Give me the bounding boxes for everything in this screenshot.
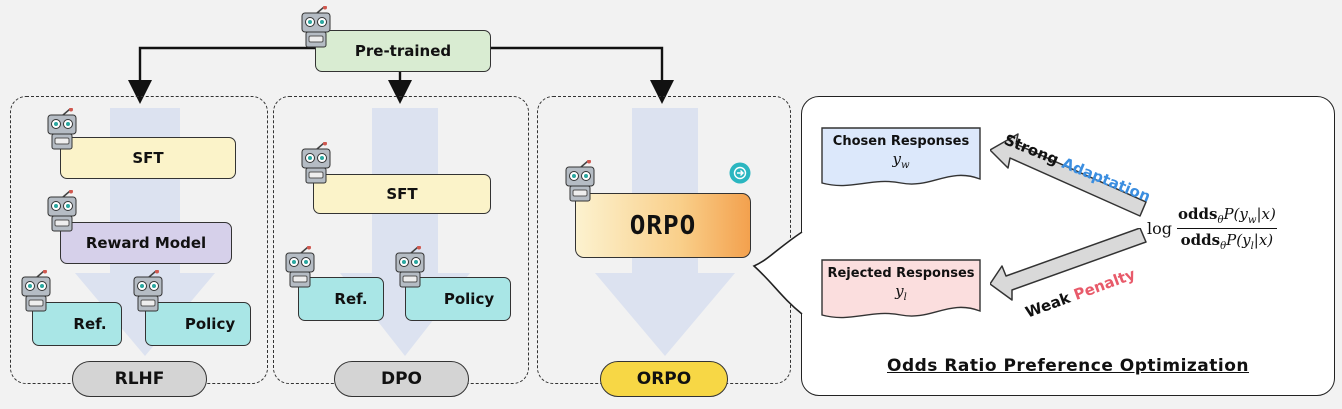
robot-icon bbox=[47, 108, 77, 150]
dpo-ref-label: Ref. bbox=[334, 290, 368, 308]
orpo-box-label: ORPO bbox=[629, 210, 697, 241]
strong-arrow bbox=[990, 133, 1147, 217]
rlhf-pill-label: RLHF bbox=[114, 369, 165, 389]
orpo-pill-label: ORPO bbox=[636, 369, 692, 389]
formula-bar bbox=[1177, 227, 1277, 229]
dpo-policy-box: Policy bbox=[405, 277, 511, 321]
robot-icon bbox=[301, 142, 331, 184]
rlhf-ref-box: Ref. bbox=[32, 302, 122, 346]
formula-denominator: oddsθP(yl|x) bbox=[1180, 230, 1274, 252]
formula-log: log bbox=[1147, 218, 1172, 238]
pretrained-box: Pre-trained bbox=[315, 30, 491, 72]
orpo-box: ORPO bbox=[575, 193, 751, 258]
formula-fraction: oddsθP(yw|x) oddsθP(yl|x) bbox=[1177, 205, 1277, 252]
rejected-doc-shape bbox=[821, 259, 981, 319]
rlhf-policy-box: Policy bbox=[145, 302, 251, 346]
rlhf-reward-box: Reward Model bbox=[60, 222, 232, 264]
arrow-to-orpo bbox=[490, 46, 674, 104]
robot-icon bbox=[565, 160, 595, 202]
formula-numerator: oddsθP(yw|x) bbox=[1178, 204, 1276, 226]
robot-icon bbox=[395, 246, 425, 288]
rlhf-pill: RLHF bbox=[72, 361, 207, 397]
weak-arrow bbox=[990, 228, 1147, 301]
chosen-label: Chosen Responses bbox=[832, 134, 970, 149]
dpo-pill-label: DPO bbox=[380, 369, 423, 389]
robot-icon bbox=[301, 6, 331, 48]
rlhf-ref-label: Ref. bbox=[73, 315, 107, 333]
rejected-label: Rejected Responses bbox=[827, 266, 975, 281]
chosen-var: yw bbox=[892, 150, 910, 171]
odds-ratio-formula: log oddsθP(yw|x) oddsθP(yl|x) bbox=[1147, 196, 1333, 260]
arrow-circle-icon[interactable] bbox=[729, 162, 751, 184]
rlhf-reward-label: Reward Model bbox=[85, 234, 207, 252]
dpo-policy-label: Policy bbox=[443, 290, 495, 308]
robot-icon bbox=[133, 270, 163, 312]
rlhf-policy-label: Policy bbox=[184, 315, 236, 333]
dpo-sft-box: SFT bbox=[313, 174, 491, 214]
orpo-pill: ORPO bbox=[600, 361, 728, 397]
rejected-var: yl bbox=[895, 282, 907, 303]
robot-icon bbox=[47, 190, 77, 232]
robot-icon bbox=[21, 270, 51, 312]
dpo-sft-label: SFT bbox=[386, 185, 418, 203]
panel-title: Odds Ratio Preference Optimization bbox=[887, 356, 1249, 376]
callout-wedge bbox=[752, 231, 803, 315]
chosen-doc-shape bbox=[821, 127, 981, 187]
rlhf-sft-label: SFT bbox=[132, 149, 164, 167]
arrow-to-rlhf bbox=[128, 46, 315, 104]
rlhf-sft-box: SFT bbox=[60, 137, 236, 179]
dpo-ref-box: Ref. bbox=[298, 277, 384, 321]
pretrained-label: Pre-trained bbox=[354, 42, 452, 60]
robot-icon bbox=[285, 246, 315, 288]
dpo-pill: DPO bbox=[334, 361, 469, 397]
